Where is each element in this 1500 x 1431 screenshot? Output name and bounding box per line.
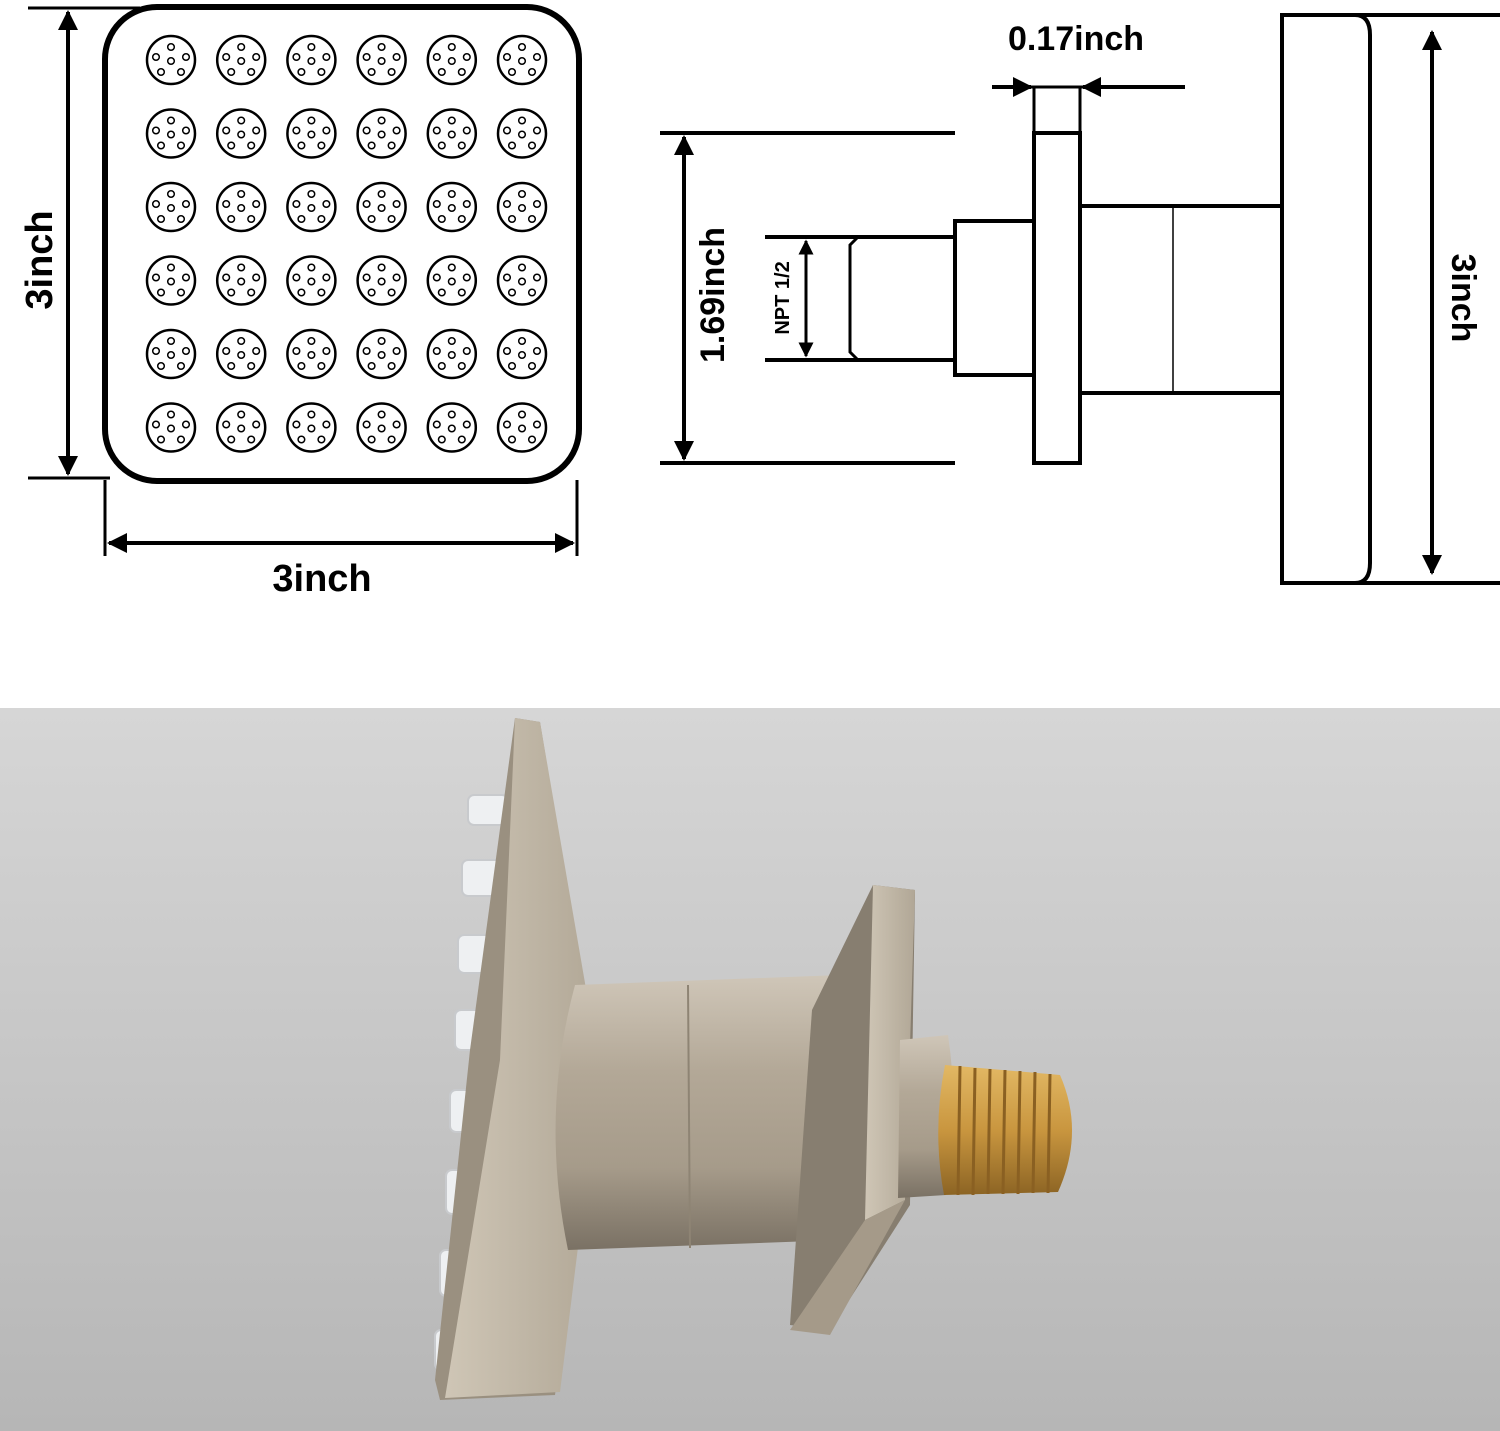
nozzle: [496, 181, 548, 233]
nozzle: [356, 255, 407, 306]
flange-height-label: 1.69inch: [694, 227, 732, 363]
nozzle: [426, 255, 478, 306]
nozzle: [215, 181, 267, 233]
nozzle: [426, 402, 478, 453]
nozzle: [215, 402, 267, 453]
nozzle: [356, 328, 407, 380]
shower-head-side: [1280, 13, 1372, 585]
nozzle: [356, 108, 407, 159]
nozzle: [426, 181, 478, 233]
flange-thickness-label: 0.17inch: [1008, 20, 1144, 58]
nozzle: [356, 402, 407, 453]
nozzle: [145, 108, 197, 159]
nozzle: [145, 402, 197, 453]
nozzle: [356, 181, 407, 233]
nozzle-grid: [145, 34, 548, 453]
nozzle: [286, 108, 337, 159]
thread-label: NPT 1/2: [772, 261, 794, 334]
flange-plate: [1032, 131, 1082, 465]
nozzle: [356, 34, 407, 86]
nozzle: [215, 108, 267, 159]
nozzle: [215, 328, 267, 380]
nozzle: [286, 34, 337, 86]
nozzle: [496, 402, 548, 453]
hex-nut: [953, 219, 1036, 377]
nozzle: [286, 255, 337, 306]
product-photo: [0, 708, 1500, 1431]
front-view: 3inch 3inch: [19, 4, 582, 600]
nozzle: [145, 34, 197, 86]
nozzle: [496, 108, 548, 159]
nozzle: [496, 255, 548, 306]
nozzle: [145, 328, 197, 380]
nozzle: [426, 34, 478, 86]
front-height-label: 3inch: [19, 210, 61, 309]
nozzle: [496, 328, 548, 380]
nozzle: [426, 328, 478, 380]
nozzle: [426, 108, 478, 159]
head-height-label: 3inch: [1444, 254, 1482, 343]
side-view: [660, 13, 1500, 585]
nozzle: [215, 255, 267, 306]
pipe-body: [1078, 204, 1284, 395]
nozzle: [145, 181, 197, 233]
nozzle: [286, 328, 337, 380]
nozzle: [286, 181, 337, 233]
nozzle: [496, 34, 548, 86]
nozzle: [145, 255, 197, 306]
nozzle: [215, 34, 267, 86]
nozzle: [286, 402, 337, 453]
front-width-label: 3inch: [272, 558, 371, 600]
